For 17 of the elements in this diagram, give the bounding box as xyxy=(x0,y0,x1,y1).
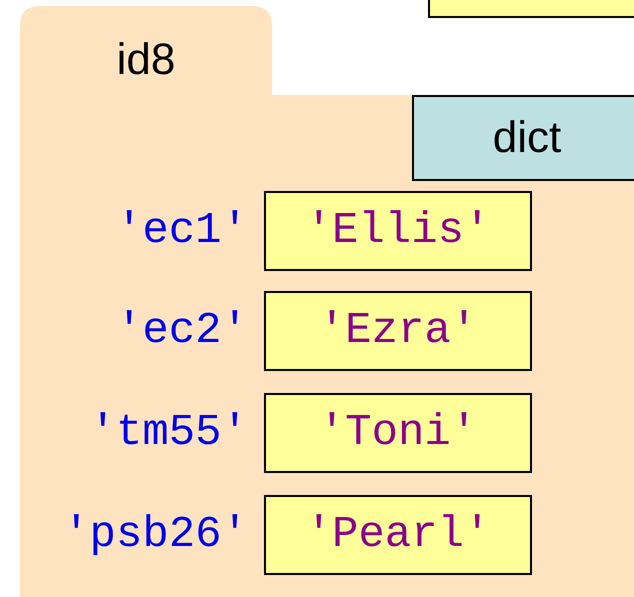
dict-key: 'ec2' xyxy=(116,305,248,357)
value-box xyxy=(264,191,532,271)
string-value: 'Ezra' xyxy=(318,306,478,356)
value-box xyxy=(428,0,634,18)
value-box xyxy=(264,393,532,473)
dict-key: 'psb26' xyxy=(63,509,248,561)
type-label-box xyxy=(412,95,634,181)
type-name: dict xyxy=(492,113,562,163)
string-value: 'Ellis' xyxy=(306,206,490,256)
string-value: 'Toni' xyxy=(318,408,478,458)
value-box xyxy=(264,495,532,575)
dict-key: 'ec1' xyxy=(116,205,248,257)
dict-key: 'tm55' xyxy=(90,407,248,459)
value-box xyxy=(264,291,532,371)
folder-shape xyxy=(20,6,634,597)
string-value: 'Pearl' xyxy=(306,510,490,560)
folder-title: id8 xyxy=(116,34,176,86)
